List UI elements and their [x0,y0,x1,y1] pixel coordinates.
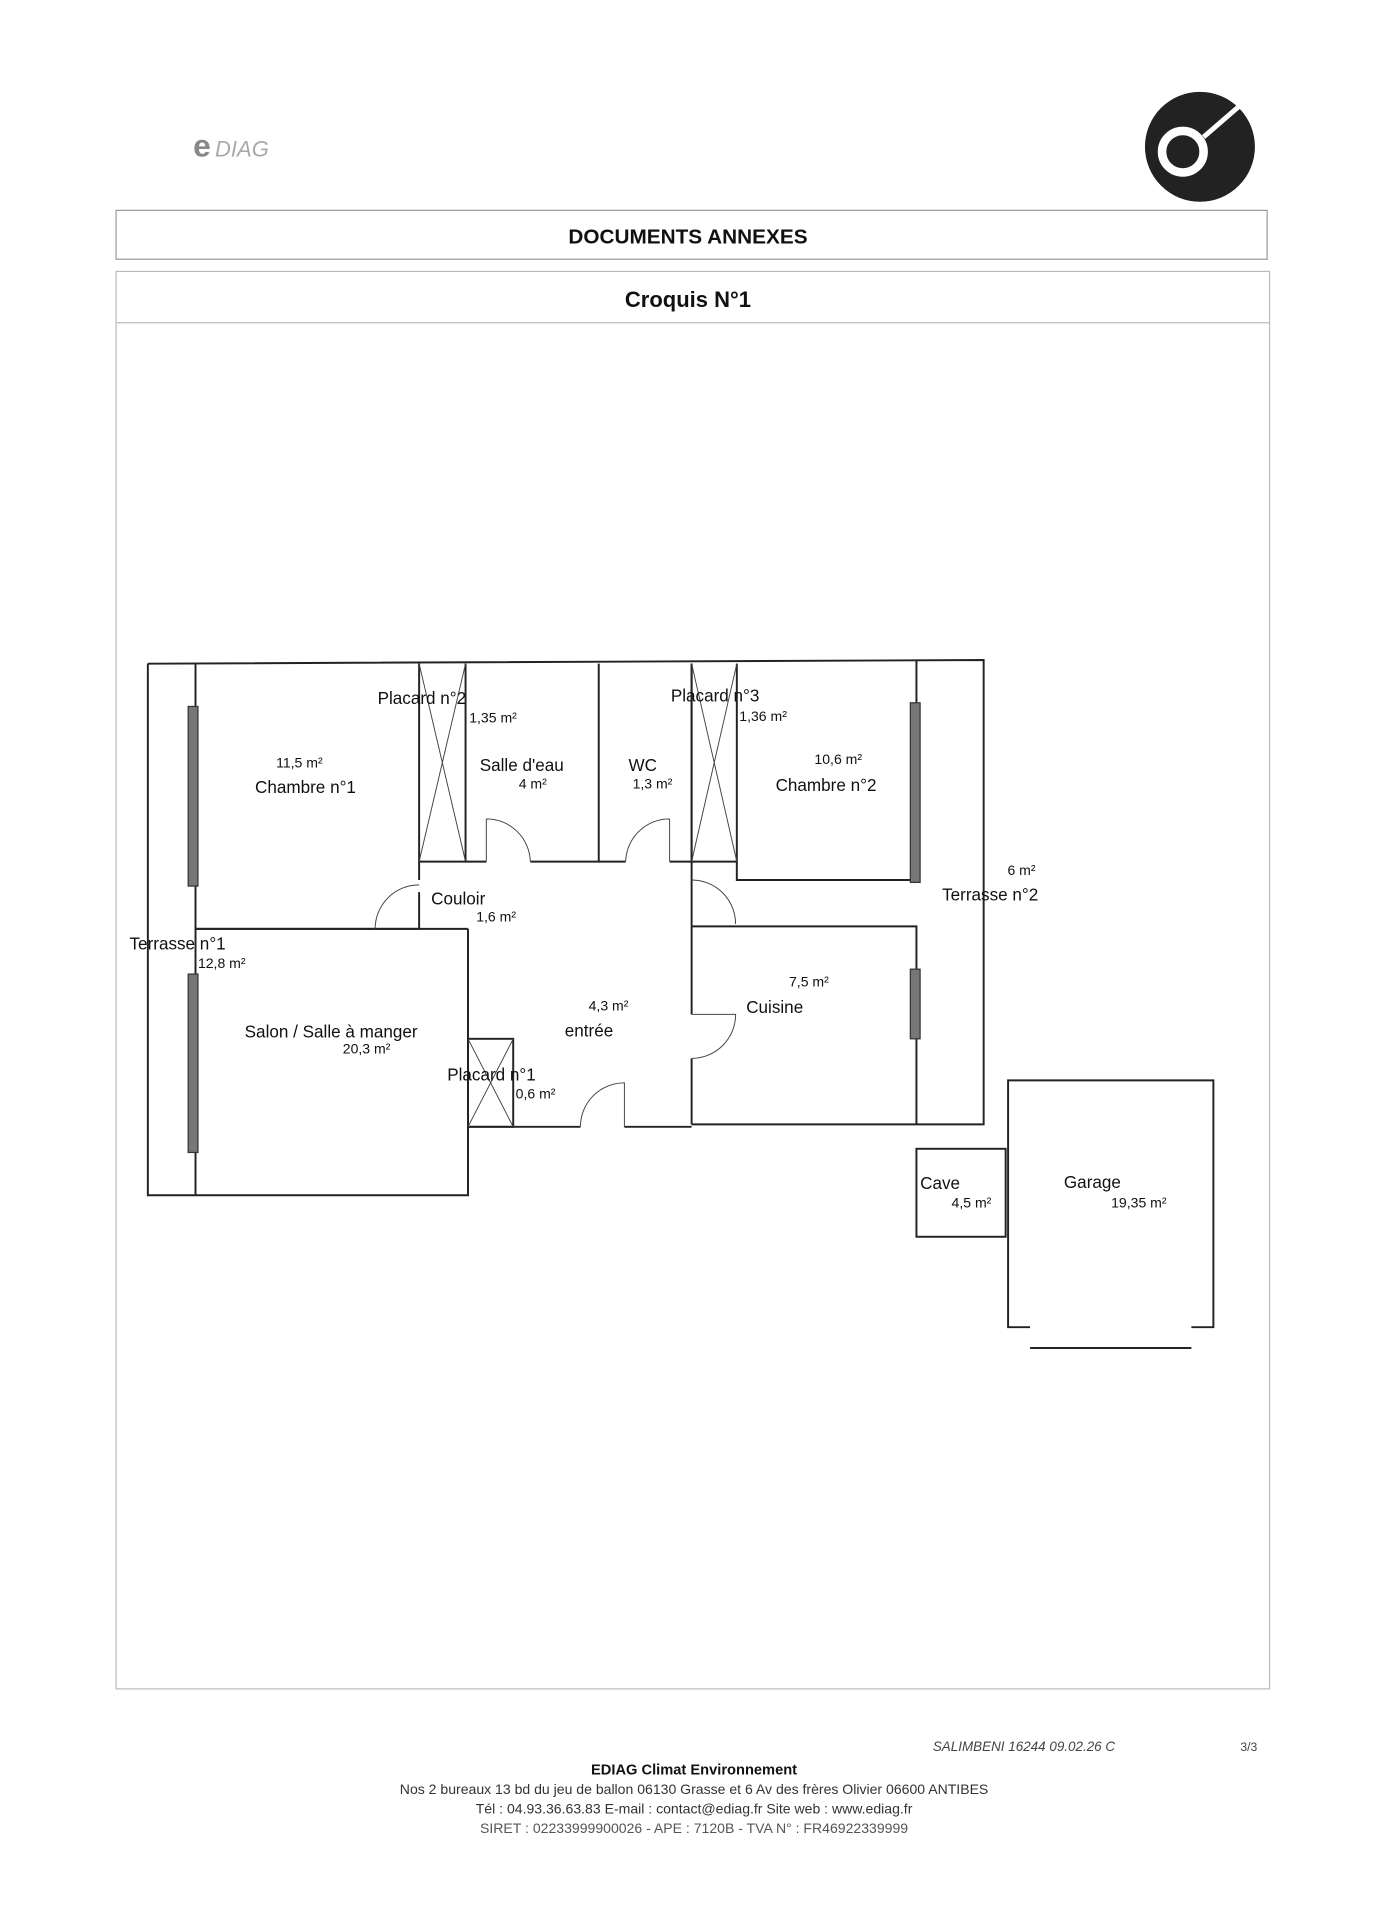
ediag-logo: e DIAG [193,128,269,164]
section-title: DOCUMENTS ANNEXES [568,225,807,248]
svg-text:e: e [193,128,211,164]
room-area: 7,5 m² [789,973,829,989]
room-name: Placard n°1 [447,1065,536,1084]
room-name: Terrasse n°1 [130,935,226,954]
room-name: Cuisine [746,998,803,1017]
room-area: 4 m² [519,775,547,791]
room-name: Garage [1064,1173,1121,1192]
room-area: 1,6 m² [476,909,516,925]
document-reference: SALIMBENI 16244 09.02.26 C [933,1739,1116,1754]
certification-seal-icon [1144,91,1255,202]
company-contact: Tél : 04.93.36.63.83 E-mail : contact@ed… [476,1801,913,1817]
floor-plan [146,659,1215,1349]
svg-text:DIAG: DIAG [215,137,269,162]
room-name: Cave [920,1174,960,1193]
sketch-title: Croquis N°1 [625,287,751,312]
room-name: Chambre n°1 [255,778,356,797]
room-name: entrée [565,1021,613,1040]
window-icon [187,705,199,887]
window-icon [909,702,921,884]
room-area: 20,3 m² [343,1040,391,1056]
room-name: Terrasse n°2 [942,886,1038,905]
room-area: 1,3 m² [633,775,673,791]
room-name: Couloir [431,889,485,908]
room-area: 4,3 m² [589,998,629,1014]
room-area: 11,5 m² [276,755,323,771]
room-name: Placard n°3 [671,687,760,706]
window-icon [187,973,199,1154]
company-address: Nos 2 bureaux 13 bd du jeu de ballon 061… [400,1781,989,1797]
company-name: EDIAG Climat Environnement [591,1762,797,1778]
sketch-frame [115,270,1271,1690]
room-name: WC [628,756,656,775]
room-area: 1,36 m² [739,708,787,724]
room-name: Chambre n°2 [776,776,877,795]
section-header-box [115,209,1268,260]
room-area: 19,35 m² [1111,1194,1167,1210]
room-area: 1,35 m² [469,709,517,725]
company-legal: SIRET : 02233999900026 - APE : 7120B - T… [480,1820,908,1836]
room-name: Salon / Salle à manger [245,1023,418,1042]
room-area: 12,8 m² [198,955,246,971]
room-area: 4,5 m² [952,1194,992,1210]
room-name: Salle d'eau [480,756,564,775]
window-icon [909,968,921,1040]
room-area: 0,6 m² [516,1086,556,1102]
room-name: Placard n°2 [378,689,467,708]
room-area: 6 m² [1007,862,1035,878]
page-number: 3/3 [1240,1740,1257,1754]
room-area: 10,6 m² [814,751,862,767]
